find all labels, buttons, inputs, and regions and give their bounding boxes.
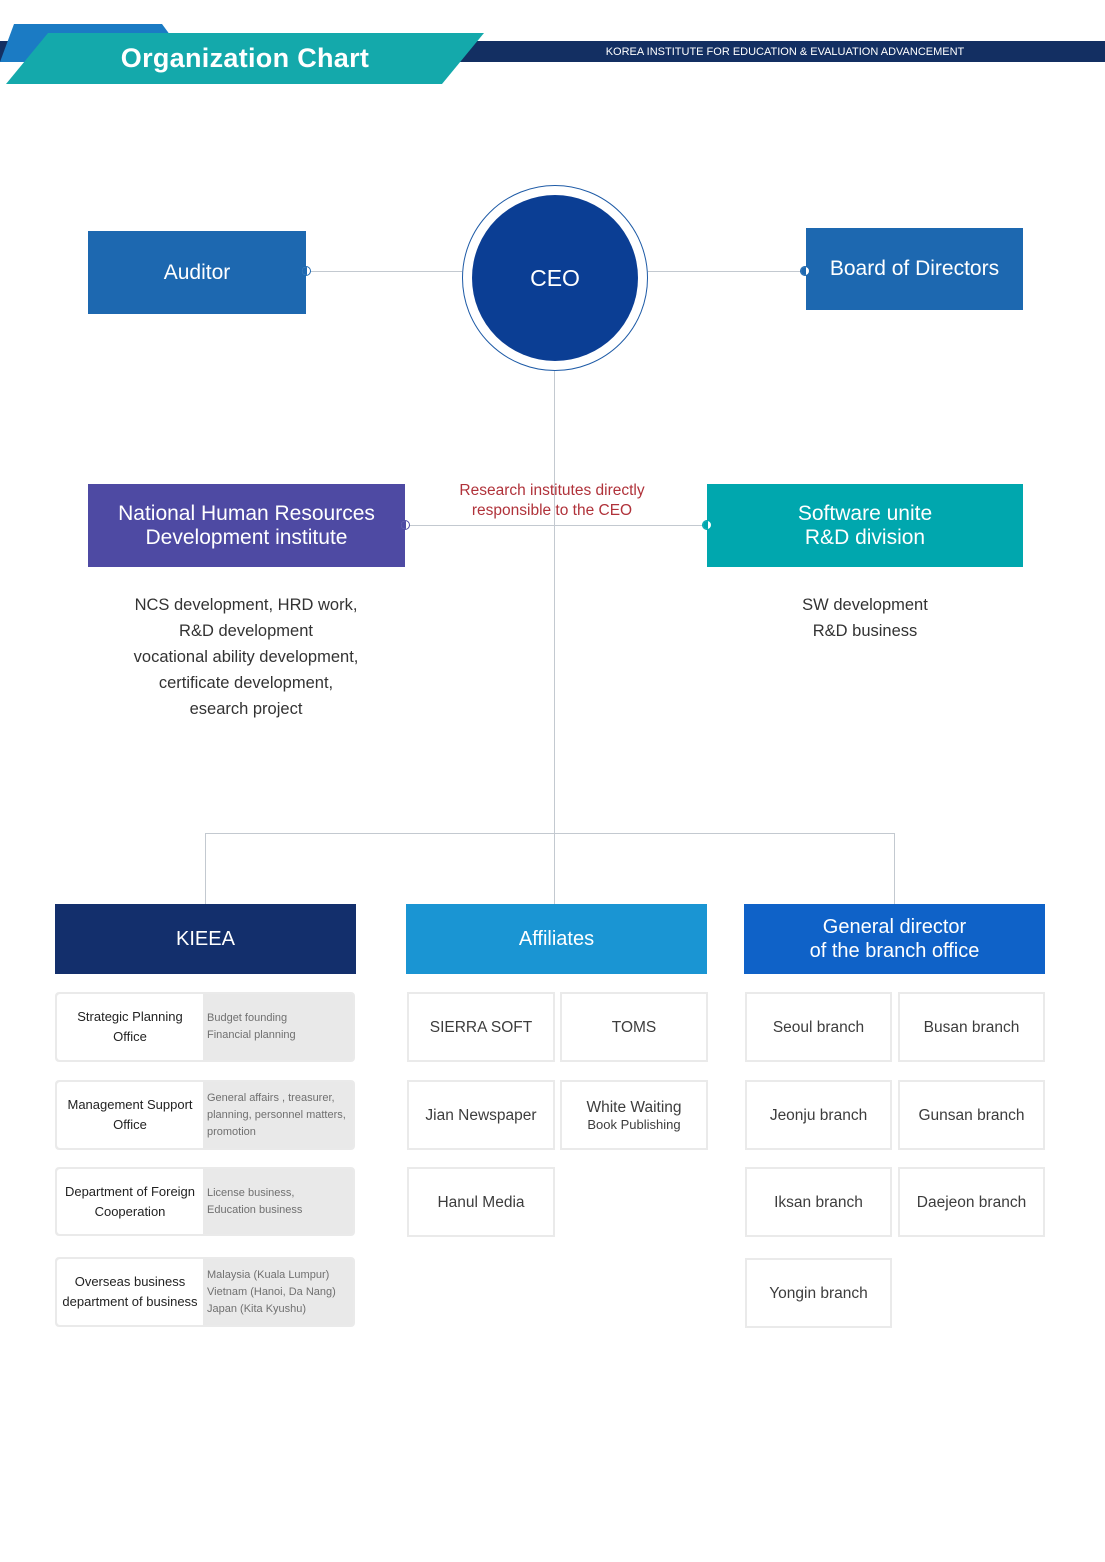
annotation-line2: responsible to the CEO	[471, 502, 633, 519]
nhrdi-desc-line: esearch project	[189, 700, 303, 718]
auditor-connector	[306, 271, 462, 272]
board-of-directors-box: Board of Directors	[806, 228, 1023, 310]
branch-item: Yongin branch	[745, 1258, 892, 1328]
annotation-line1: Research institutes directly	[459, 482, 645, 499]
branch-name: Gunsan branch	[918, 1106, 1025, 1124]
kieea-unit-desc: Budget founding Financial planning	[207, 1012, 296, 1041]
kieea-header: KIEEA	[55, 904, 356, 974]
board-of-directors-label: Board of Directors	[829, 257, 1000, 280]
board-connector-dot	[800, 266, 810, 276]
branches-drop-line	[894, 833, 895, 904]
auditor-box: Auditor	[88, 231, 306, 314]
kieea-unit-desc: Malaysia (Kuala Lumpur) Vietnam (Hanoi, …	[207, 1268, 336, 1315]
branch-name: Jeonju branch	[769, 1106, 868, 1124]
nhrdi-desc-line: NCS development, HRD work,	[134, 596, 358, 614]
sw-division-box: Software unite R&D division	[707, 484, 1023, 567]
branch-item: Iksan branch	[745, 1167, 892, 1237]
affiliate-item: Hanul Media	[407, 1167, 555, 1237]
ceo-label: CEO	[530, 264, 580, 291]
branch-name: Iksan branch	[774, 1193, 863, 1211]
kieea-unit-name: Overseas business department of business	[57, 1259, 203, 1325]
branch-item: Daejeon branch	[898, 1167, 1045, 1237]
auditor-label: Auditor	[163, 260, 231, 284]
branches-title-line1: General director	[822, 916, 967, 938]
affiliate-subname: Book Publishing	[587, 1116, 681, 1132]
ceo-trunk-line	[554, 371, 555, 904]
branch-item: Gunsan branch	[898, 1080, 1045, 1150]
affiliate-name: Hanul Media	[437, 1193, 525, 1211]
sw-title-line1: Software unite	[797, 501, 933, 525]
affiliates-title: Affiliates	[518, 928, 595, 950]
sw-title-line2: R&D division	[804, 525, 926, 549]
page-title: Organization Chart	[120, 42, 370, 73]
nhrdi-box: National Human Resources Development ins…	[88, 484, 405, 567]
kieea-unit-name: Department of Foreign Cooperation	[57, 1169, 203, 1234]
sw-description: SW development R&D business	[715, 592, 1015, 644]
auditor-connector-dot	[301, 266, 311, 276]
nhrdi-connector-dot	[400, 520, 410, 530]
affiliates-header: Affiliates	[406, 904, 707, 974]
branch-name: Daejeon branch	[916, 1193, 1027, 1211]
affiliate-item: TOMS	[560, 992, 708, 1062]
nhrdi-desc-line: vocational ability development,	[133, 648, 359, 666]
affiliate-item: White Waiting Book Publishing	[560, 1080, 708, 1150]
kieea-unit: Strategic Planning Office Budget foundin…	[55, 992, 355, 1062]
branch-item: Busan branch	[898, 992, 1045, 1062]
divisions-connector	[205, 833, 895, 834]
sw-connector-dot	[702, 520, 712, 530]
branch-item: Seoul branch	[745, 992, 892, 1062]
board-connector	[648, 271, 806, 272]
kieea-unit-desc: General affairs , treasurer, planning, p…	[207, 1091, 346, 1138]
affiliate-item: Jian Newspaper	[407, 1080, 555, 1150]
affiliate-name: Jian Newspaper	[425, 1106, 537, 1124]
institutes-connector	[405, 525, 707, 526]
branch-name: Seoul branch	[772, 1018, 865, 1036]
kieea-unit-name: Management Support Office	[57, 1082, 203, 1148]
header-teal-tab	[6, 33, 484, 84]
header-banner	[0, 24, 1105, 84]
ceo-circle: CEO	[472, 195, 638, 361]
nhrdi-desc-line: R&D development	[179, 622, 313, 640]
kieea-title: KIEEA	[176, 928, 235, 950]
branch-item: Jeonju branch	[745, 1080, 892, 1150]
nhrdi-description: NCS development, HRD work, R&D developme…	[96, 592, 396, 722]
affiliate-name: SIERRA SOFT	[429, 1018, 533, 1036]
kieea-unit-name: Strategic Planning Office	[57, 994, 203, 1060]
sw-desc-line: R&D business	[812, 622, 918, 640]
nhrdi-title-line2: Development institute	[145, 525, 348, 549]
affiliate-name: White Waiting	[586, 1098, 682, 1116]
sw-desc-line: SW development	[802, 596, 928, 614]
kieea-unit: Overseas business department of business…	[55, 1257, 355, 1327]
branch-name: Yongin branch	[769, 1284, 868, 1302]
nhrdi-title-line1: National Human Resources	[118, 501, 375, 525]
direct-institutes-annotation: Research institutes directly responsible…	[432, 481, 672, 521]
branches-header: General director of the branch office	[744, 904, 1045, 974]
organization-name: KOREA INSTITUTE FOR EDUCATION & EVALUATI…	[605, 46, 965, 58]
branch-name: Busan branch	[923, 1018, 1020, 1036]
branches-title-line2: of the branch office	[809, 940, 980, 962]
nhrdi-desc-line: certificate development,	[158, 674, 334, 692]
kieea-drop-line	[205, 833, 206, 904]
kieea-unit-desc: License business, Education business	[207, 1186, 303, 1216]
affiliate-name: TOMS	[611, 1018, 657, 1036]
kieea-unit: Department of Foreign Cooperation Licens…	[55, 1167, 355, 1236]
kieea-unit: Management Support Office General affair…	[55, 1080, 355, 1150]
affiliate-item: SIERRA SOFT	[407, 992, 555, 1062]
